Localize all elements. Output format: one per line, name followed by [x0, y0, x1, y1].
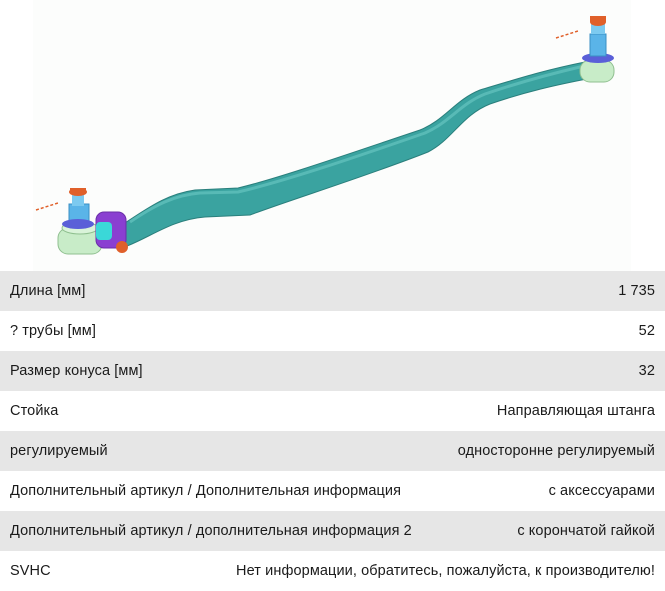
specs-table: Длина [мм] 1 735 ? трубы [мм] 52 Размер … — [0, 271, 665, 591]
spec-row-svhc: SVHC Нет информации, обратитесь, пожалуй… — [0, 551, 665, 591]
spec-value: с аксессуарами — [548, 483, 655, 499]
spec-row-adjustable: регулируемый односторонне регулируемый — [0, 431, 665, 471]
spec-label: SVHC — [10, 563, 51, 579]
spec-value: Нет информации, обратитесь, пожалуйста, … — [236, 563, 655, 579]
right-ball-joint — [555, 16, 615, 83]
spec-label: Дополнительный артикул / дополнительная … — [10, 523, 412, 539]
spec-value: 52 — [638, 323, 655, 339]
spec-value: 32 — [638, 363, 655, 379]
spec-label: регулируемый — [10, 443, 108, 459]
spec-value: односторонне регулируемый — [457, 443, 655, 459]
tie-rod-illustration — [35, 16, 615, 255]
spec-label: Стойка — [10, 403, 59, 419]
rod-tube — [109, 61, 593, 249]
product-image — [0, 0, 665, 271]
spec-label: Дополнительный артикул / Дополнительная … — [10, 483, 402, 499]
spec-label: ? трубы [мм] — [10, 323, 96, 339]
spec-value: 1 735 — [618, 283, 655, 299]
rod-highlight — [129, 64, 585, 224]
spec-row-strut: Стойка Направляющая штанга — [0, 391, 665, 431]
spec-value: с корончатой гайкой — [517, 523, 655, 539]
left-ball-joint — [35, 188, 128, 255]
spec-label: Размер конуса [мм] — [10, 363, 143, 379]
spec-row-additional-info: Дополнительный артикул / Дополнительная … — [0, 471, 665, 511]
spec-row-cone-size: Размер конуса [мм] 32 — [0, 351, 665, 391]
spec-row-length: Длина [мм] 1 735 — [0, 271, 665, 311]
spec-row-tube-diameter: ? трубы [мм] 52 — [0, 311, 665, 351]
spec-label: Длина [мм] — [10, 283, 86, 299]
spec-value: Направляющая штанга — [496, 403, 655, 419]
spec-row-additional-info-2: Дополнительный артикул / дополнительная … — [0, 511, 665, 551]
